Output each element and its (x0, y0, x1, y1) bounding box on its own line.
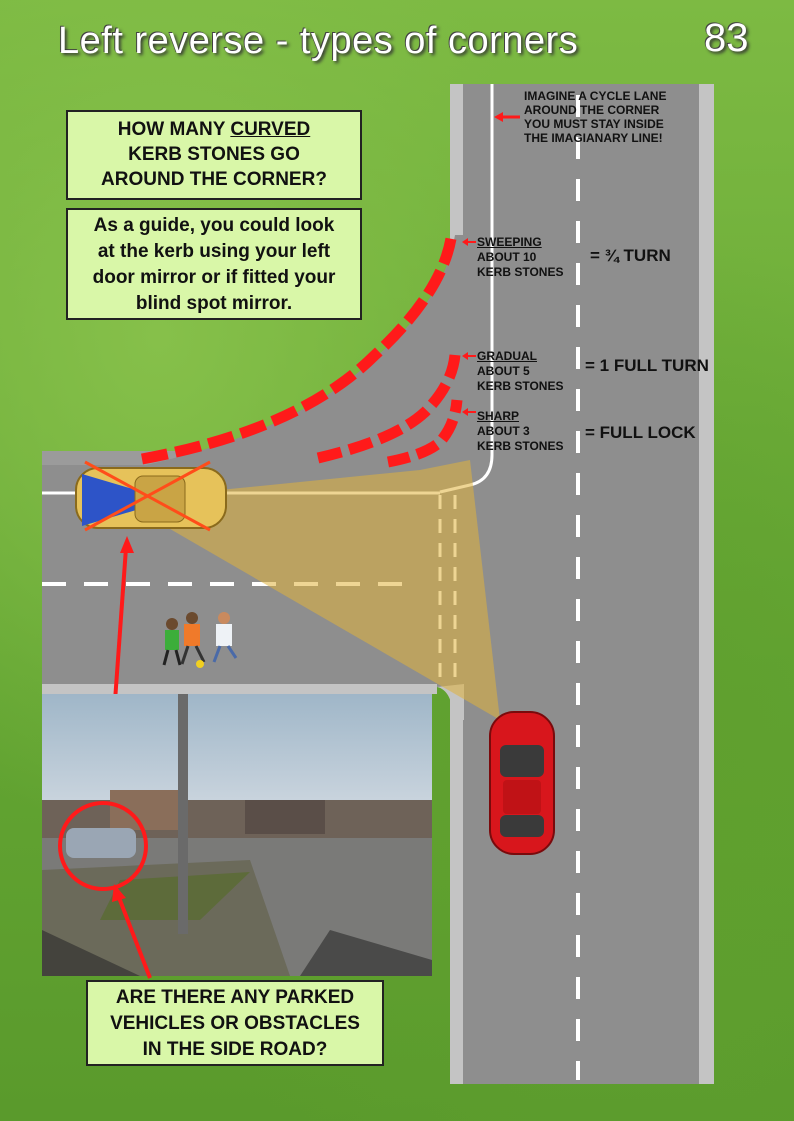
sharp-label: SHARP ABOUT 3 KERB STONES (477, 409, 563, 454)
sharp-turn: = FULL LOCK (585, 423, 696, 442)
question-line1-prefix: HOW MANY (117, 119, 231, 140)
reversing-car-icon (75, 460, 227, 532)
sharp-detail2: KERB STONES (477, 439, 564, 453)
gradual-detail1: ABOUT 5 (477, 364, 530, 378)
sweeping-name: SWEEPING (477, 235, 542, 249)
question-line3: AROUND THE CORNER? (101, 169, 327, 190)
guide-line1: As a guide, you could look (93, 215, 335, 236)
photo-arrow (116, 894, 152, 979)
question-box: HOW MANY CURVED KERB STONES GO AROUND TH… (66, 110, 362, 200)
sharp-detail1: ABOUT 3 (477, 424, 530, 438)
gradual-turn: = 1 FULL TURN (585, 356, 709, 375)
obstacles-line3: IN THE SIDE ROAD? (142, 1039, 328, 1060)
page-title: Left reverse - types of corners (58, 20, 579, 62)
side-road-pavement-bottom (42, 684, 437, 694)
gradual-name: GRADUAL (477, 349, 537, 363)
guide-line3: door mirror or if fitted your (92, 267, 336, 288)
sweeping-detail2: KERB STONES (477, 265, 564, 279)
sweeping-detail1: ABOUT 10 (477, 250, 537, 264)
main-road-carriageway (463, 84, 699, 1084)
sweeping-turn: = ¾ TURN (590, 246, 671, 265)
side-road-photo (42, 694, 432, 976)
red-car-icon (489, 711, 555, 855)
page-number: 83 (704, 16, 749, 60)
guide-line4: blind spot mirror. (135, 293, 293, 314)
cycle-note-line4: THE IMAGIANARY LINE! (524, 131, 663, 145)
main-road-pavement-right (698, 84, 714, 1084)
question-line2: KERB STONES GO (128, 144, 300, 165)
sharp-corner-curve (386, 399, 463, 468)
question-line1-underlined: CURVED (230, 119, 311, 140)
obstacles-box: ARE THERE ANY PARKED VEHICLES OR OBSTACL… (86, 980, 384, 1066)
obstacles-line2: VEHICLES OR OBSTACLES (110, 1013, 360, 1034)
guide-line2: at the kerb using your left (97, 241, 331, 262)
corner-road-area (142, 235, 464, 470)
gradual-corner-curve (316, 354, 461, 464)
sweeping-corner-curve (141, 231, 458, 465)
sharp-name: SHARP (477, 409, 520, 423)
obstacles-line1: ARE THERE ANY PARKED (115, 987, 355, 1008)
gradual-detail2: KERB STONES (477, 379, 564, 393)
guide-box: As a guide, you could look at the kerb u… (66, 208, 362, 320)
gradual-label: GRADUAL ABOUT 5 KERB STONES (477, 349, 563, 394)
cycle-note-line1: IMAGINE A CYCLE LANE (524, 89, 667, 103)
cycle-note-line2: AROUND THE CORNER (524, 103, 660, 117)
sweeping-label: SWEEPING ABOUT 10 KERB STONES (477, 235, 563, 280)
cycle-lane-note: IMAGINE A CYCLE LANE AROUND THE CORNER Y… (524, 89, 704, 145)
cycle-note-line3: YOU MUST STAY INSIDE (524, 117, 664, 131)
children-playing-icon (162, 612, 238, 668)
